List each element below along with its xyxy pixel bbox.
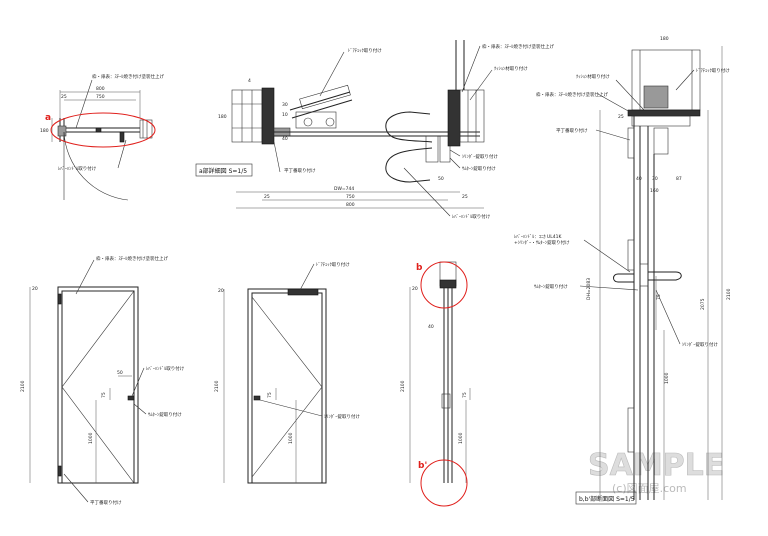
dim-2100-s: 2100 bbox=[400, 380, 406, 392]
label-cylinder-detail: ｼﾘﾝﾀﾞｰ錠取り付け bbox=[462, 153, 498, 160]
dim-4-detail: 4 bbox=[248, 78, 251, 84]
highlight-b-circle bbox=[420, 261, 468, 309]
dim-50-detail: 50 bbox=[438, 176, 444, 182]
label-thumbturn-b: ｻﾑﾀｰﾝ錠取り付け bbox=[534, 283, 568, 290]
dim-2075-b: 2075 bbox=[700, 298, 706, 310]
dim-750-detail: 750 bbox=[346, 194, 355, 200]
marker-b-prime: b' bbox=[418, 461, 427, 471]
dim-50-e1: 50 bbox=[117, 370, 123, 376]
label-cylinder-b: ｼﾘﾝﾀﾞｰ錠取り付け bbox=[682, 341, 718, 348]
dim-160-b: 160 bbox=[650, 188, 659, 194]
label-lever-e1: ﾚﾊﾞｰﾊﾝﾄﾞﾙ取り付け bbox=[146, 365, 185, 372]
dim-75-e2: 75 bbox=[267, 392, 273, 398]
plan-view-top: 800 750 25 180 枠・扉表：ｽﾁｰﾙ焼き付け塗装仕上げ ﾚﾊﾞｰﾊﾝ… bbox=[40, 73, 164, 201]
title-box-a bbox=[195, 163, 253, 177]
label-door-check-b: ﾄﾞｱﾁｪｯｸ取り付け bbox=[696, 67, 730, 74]
dim-75-s: 75 bbox=[462, 392, 468, 398]
dim-20-e2: 20 bbox=[218, 288, 224, 294]
dim-87-b: 87 bbox=[676, 176, 682, 182]
dim-180-b: 180 bbox=[660, 36, 669, 42]
dim-40-b: 40 bbox=[636, 176, 642, 182]
label-door-check-detail: ﾄﾞｱﾁｪｯｸ取り付け bbox=[348, 47, 382, 54]
label-thumbturn-detail: ｻﾑﾀｰﾝ錠取り付け bbox=[462, 165, 496, 172]
label-thumbturn-e1: ｻﾑﾀｰﾝ錠取り付け bbox=[148, 411, 182, 418]
watermark-sample: SAMPLE bbox=[588, 448, 724, 483]
label-hinge-detail: 平丁番取り付け bbox=[284, 167, 316, 174]
dim-40-s: 40 bbox=[428, 324, 434, 330]
dim-25-detail-l: 25 bbox=[264, 194, 270, 200]
dim-180-detail: 180 bbox=[218, 114, 227, 120]
section-view-middle: 2100 1000 75 40 20 b b' bbox=[400, 261, 471, 507]
dim-800-plan: 800 bbox=[96, 86, 105, 92]
label-lever-spec-1: ﾚﾊﾞｰﾊﾝﾄﾞﾙ：ｺﾆｶ UL41K bbox=[514, 233, 562, 240]
dim-75-e1: 75 bbox=[101, 392, 107, 398]
dim-2100-e1: 2100 bbox=[20, 380, 26, 392]
label-cushion-detail: ｸｯｼｮﾝ材取り付け bbox=[494, 65, 528, 72]
watermark-domain: (c)図面屋.com bbox=[612, 482, 687, 495]
dim-1000-b: 1000 bbox=[664, 372, 670, 384]
label-cylinder-e2: ｼﾘﾝﾀﾞｰ錠取り付け bbox=[324, 413, 360, 420]
label-frame-finish-1: 枠・扉表：ｽﾁｰﾙ焼き付け塗装仕上げ bbox=[92, 73, 164, 80]
dim-dw744: DW=744 bbox=[334, 186, 354, 192]
dim-10-detail: 10 bbox=[282, 112, 288, 118]
elevation-middle: 2100 1000 75 20 ﾄﾞｱﾁｪｯｸ取り付け ｼﾘﾝﾀﾞｰ錠取り付け bbox=[214, 261, 360, 484]
dim-2100-b: 2100 bbox=[726, 288, 732, 300]
marker-b: b bbox=[416, 263, 423, 273]
detail-b-section: 180 160 40 30 87 25 DH=2083 2075 2100 75… bbox=[514, 36, 732, 505]
dim-25-plan: 25 bbox=[61, 94, 67, 100]
dim-750-plan: 750 bbox=[96, 94, 105, 100]
title-box-b bbox=[575, 491, 637, 505]
dim-dh2083: DH=2083 bbox=[586, 278, 592, 300]
highlight-a-circle bbox=[50, 112, 156, 148]
dim-30-detail: 30 bbox=[282, 102, 288, 108]
dim-25-detail-r: 25 bbox=[462, 194, 468, 200]
dim-180-plan: 180 bbox=[40, 128, 49, 134]
label-lever-spec-2: +ｼﾘﾝﾀﾞｰ・ｻﾑﾀｰﾝ錠取り付け bbox=[514, 239, 570, 246]
dim-20-e1: 20 bbox=[32, 286, 38, 292]
highlight-b-prime-circle bbox=[420, 459, 468, 507]
dim-2100-e2: 2100 bbox=[214, 380, 220, 392]
label-frame-finish-3: 枠・扉表：ｽﾁｰﾙ焼き付け塗装仕上げ bbox=[536, 91, 608, 98]
dim-800-detail: 800 bbox=[346, 202, 355, 208]
label-cushion-b: ｸｯｼｮﾝ材取り付け bbox=[576, 73, 610, 80]
label-lever-detail: ﾚﾊﾞｰﾊﾝﾄﾞﾙ取り付け bbox=[452, 213, 491, 220]
label-frame-finish-4: 枠・扉表：ｽﾁｰﾙ焼き付け塗装仕上げ bbox=[96, 255, 168, 262]
marker-a: a bbox=[45, 113, 51, 123]
title-detail-b: b,b'部断面図 S=1/5 bbox=[579, 495, 635, 503]
detail-a-view: DW=744 750 800 25 25 30 10 40 180 50 4 ﾄ… bbox=[195, 40, 554, 220]
dim-30-b: 30 bbox=[652, 176, 658, 182]
dim-20-s: 20 bbox=[412, 286, 418, 292]
dim-1000-e2: 1000 bbox=[288, 432, 294, 444]
elevation-left: 2100 1000 75 50 20 枠・扉表：ｽﾁｰﾙ焼き付け塗装仕上げ ﾚﾊ… bbox=[20, 255, 185, 506]
dim-25-b: 25 bbox=[618, 114, 624, 120]
dim-1000-s: 1000 bbox=[458, 432, 464, 444]
label-lever-plan: ﾚﾊﾞｰﾊﾝﾄﾞﾙ取り付け bbox=[58, 165, 97, 172]
title-detail-a: a部詳細図 S=1/5 bbox=[199, 167, 247, 175]
label-hinge-e1: 平丁番取り付け bbox=[90, 499, 122, 506]
label-hinge-b: 平丁番取り付け bbox=[556, 127, 588, 134]
dim-40-detail: 40 bbox=[282, 136, 288, 142]
label-door-check-e2: ﾄﾞｱﾁｪｯｸ取り付け bbox=[316, 261, 350, 268]
label-frame-finish-2: 枠・扉表：ｽﾁｰﾙ焼き付け塗装仕上げ bbox=[482, 43, 554, 50]
dim-1000-e1: 1000 bbox=[88, 432, 94, 444]
